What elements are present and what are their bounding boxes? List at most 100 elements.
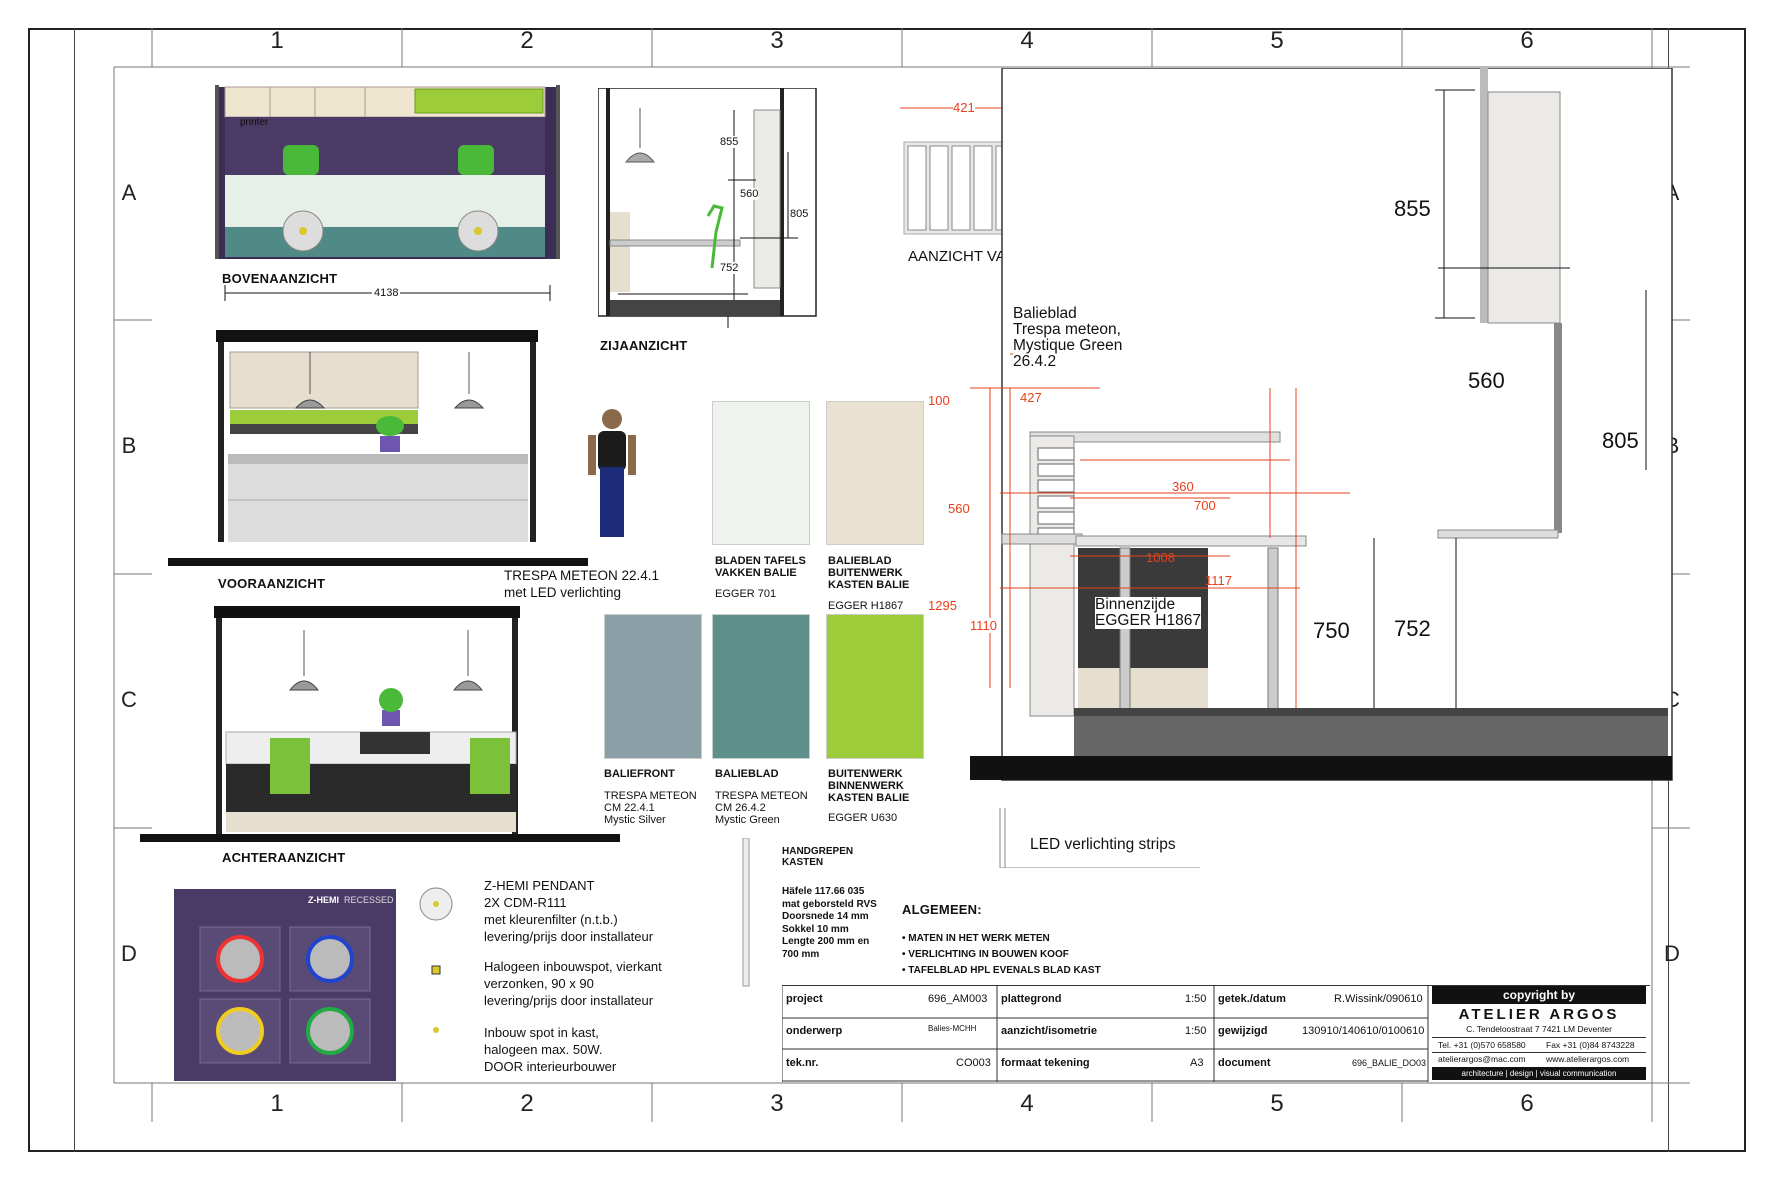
tb-contact-row: Tel. +31 (0)570 658580 Fax +31 (0)84 874…	[1432, 1037, 1646, 1053]
tb-project: 696_AM003	[928, 993, 988, 1005]
legend-item-inbouw: Inbouw spot in kast, halogeen max. 50W. …	[484, 1025, 617, 1074]
section-dim-1117: 1117	[1205, 573, 1232, 588]
handgrepen-title: HANDGREPEN KASTEN	[782, 846, 854, 868]
tb-aanzicht-scale: 1:50	[1185, 1025, 1207, 1037]
col-label-4: 4	[1020, 27, 1034, 54]
col-label-1: 1	[270, 27, 284, 54]
col-label-6-bottom: 6	[1520, 1090, 1534, 1117]
algemeen-item-1: • VERLICHTING IN BOUWEN KOOF	[902, 949, 1069, 960]
tb-tagline: architecture | design | visual communica…	[1432, 1067, 1646, 1080]
tb-copyright: copyright by	[1432, 986, 1646, 1004]
tb-onderwerp-label: onderwerp	[786, 1025, 843, 1037]
side-view-drawing	[598, 88, 817, 328]
tb-email: atelierargos@mac.com	[1438, 1054, 1526, 1064]
material-4-code: EGGER U630	[828, 812, 898, 824]
row-label-a: A	[121, 180, 137, 205]
vooraanzicht-callout: TRESPA METEON 22.4.1 met LED verlichting	[504, 568, 660, 600]
drawing-frame	[28, 28, 1746, 1152]
material-0-title: BLADEN TAFELS VAKKEN BALIE	[715, 555, 806, 579]
bovenaanzicht-width-dim: 4138	[372, 287, 401, 299]
zijaanzicht-label: ZIJAANZICHT	[600, 338, 688, 353]
row-label-b: B	[121, 433, 137, 458]
material-2-title: BALIEFRONT	[604, 768, 675, 780]
vakken-top-dim-0: 421	[953, 100, 975, 115]
tb-onderwerp: Balies-MCHH	[928, 1024, 977, 1033]
tb-web: www.atelierargos.com	[1546, 1054, 1630, 1064]
section-dim-1008: 1008	[1146, 550, 1175, 565]
section-dim-1295: 1295	[928, 598, 957, 613]
col-label-3: 3	[770, 27, 784, 54]
tb-teknr: CO003	[956, 1057, 991, 1069]
col-label-5: 5	[1270, 27, 1284, 54]
col-label-1-bottom: 1	[270, 1090, 284, 1117]
catalog-fixtures	[199, 926, 371, 1064]
binnenzijde-label: Binnenzijde EGGER H1867	[1095, 596, 1201, 629]
section-dim-805-wall: 805	[1602, 428, 1639, 454]
swatch-trespa-26-4-2	[712, 614, 810, 759]
section-dim-560: 560	[948, 501, 970, 516]
material-2-code: TRESPA METEON CM 22.4.1 Mystic Silver	[604, 790, 697, 826]
tb-firm: ATELIER ARGOS	[1458, 1006, 1620, 1023]
col-label-5-bottom: 5	[1270, 1090, 1284, 1117]
tb-fax: Fax +31 (0)84 8743228	[1546, 1040, 1635, 1050]
section-dim-750: 750	[1313, 618, 1350, 644]
section-dim-560-wall: 560	[1468, 368, 1505, 394]
material-0-code: EGGER 701	[715, 588, 777, 600]
person-figure	[588, 409, 636, 537]
legend-item-pendant: Z-HEMI PENDANT 2X CDM-R111 met kleurenfi…	[484, 878, 654, 944]
bovenaanzicht-label: BOVENAANZICHT	[222, 271, 338, 286]
catalog-sub: RECESSED	[344, 895, 394, 905]
row-label-d-right: D	[1664, 941, 1680, 966]
tb-gewijzigd: 130910/140610/0100610	[1302, 1025, 1425, 1037]
material-3-code: TRESPA METEON CM 26.4.2 Mystic Green	[715, 790, 808, 826]
front-view-drawing	[168, 330, 588, 566]
side-dim-560: 560	[740, 188, 759, 200]
led-callout-lines	[999, 808, 1200, 868]
material-1-code: EGGER H1867	[828, 600, 904, 612]
swatch-egger-h1867	[826, 401, 924, 545]
tb-gewijzigd-label: gewijzigd	[1218, 1025, 1268, 1037]
tb-document-label: document	[1218, 1057, 1271, 1069]
tb-formaat-label: formaat tekening	[1001, 1057, 1090, 1069]
side-dim-805: 805	[790, 208, 809, 220]
algemeen-item-2: • TAFELBLAD HPL EVENALS BLAD KAST	[902, 965, 1101, 976]
section-drawing	[970, 68, 1673, 781]
printer-label: printer	[240, 117, 269, 128]
tb-document: 696_BALIE_DO03	[1352, 1058, 1427, 1068]
row-label-d: D	[121, 941, 137, 966]
swatch-egger-u630	[826, 614, 924, 759]
tb-aanzicht-label: aanzicht/isometrie	[1001, 1025, 1097, 1037]
led-strips-label: LED verlichting strips	[1030, 836, 1176, 853]
swatch-trespa-22-4-1	[604, 614, 702, 759]
title-block: project 696_AM003 plattegrond 1:50 getek…	[782, 985, 1650, 1082]
back-view-drawing	[140, 606, 620, 842]
algemeen-title: ALGEMEEN:	[902, 902, 982, 917]
section-dim-1110: 1110	[970, 618, 997, 633]
achteraanzicht-label: ACHTERAANZICHT	[222, 850, 346, 865]
swatch-egger-701	[712, 401, 810, 545]
title-block-lines	[782, 986, 1429, 1082]
material-1-title: BALIEBLAD BUITENWERK KASTEN BALIE	[828, 555, 910, 591]
col-label-4-bottom: 4	[1020, 1090, 1034, 1117]
balieblad-note: Balieblad Trespa meteon, Mystique Green …	[1013, 305, 1123, 370]
tb-getek: R.Wissink/090610	[1334, 993, 1423, 1005]
tb-project-label: project	[786, 993, 823, 1005]
side-dim-855: 855	[720, 136, 739, 148]
col-label-2: 2	[520, 27, 534, 54]
tb-formaat: A3	[1190, 1057, 1204, 1069]
col-label-6: 6	[1520, 27, 1534, 54]
catalog-title: Z-HEMI	[308, 895, 339, 905]
legend-symbols	[419, 887, 453, 1033]
legend-item-halogeen: Halogeen inbouwspot, vierkant verzonken,…	[484, 959, 662, 1008]
tb-web-row: atelierargos@mac.com www.atelierargos.co…	[1432, 1052, 1646, 1066]
vooraanzicht-label: VOORAANZICHT	[218, 576, 326, 591]
col-label-2-bottom: 2	[520, 1090, 534, 1117]
side-dim-752: 752	[720, 262, 739, 274]
tb-teknr-label: tek.nr.	[786, 1057, 819, 1069]
tb-plattegrond-label: plattegrond	[1001, 993, 1062, 1005]
section-dim-360: 360	[1172, 479, 1194, 494]
algemeen-item-0: • MATEN IN HET WERK METEN	[902, 933, 1050, 944]
tb-address: C. Tendeloostraat 7 7421 LM Deventer	[1466, 1024, 1612, 1034]
material-4-title: BUITENWERK BINNENWERK KASTEN BALIE	[828, 768, 910, 804]
top-view-drawing	[215, 85, 560, 301]
